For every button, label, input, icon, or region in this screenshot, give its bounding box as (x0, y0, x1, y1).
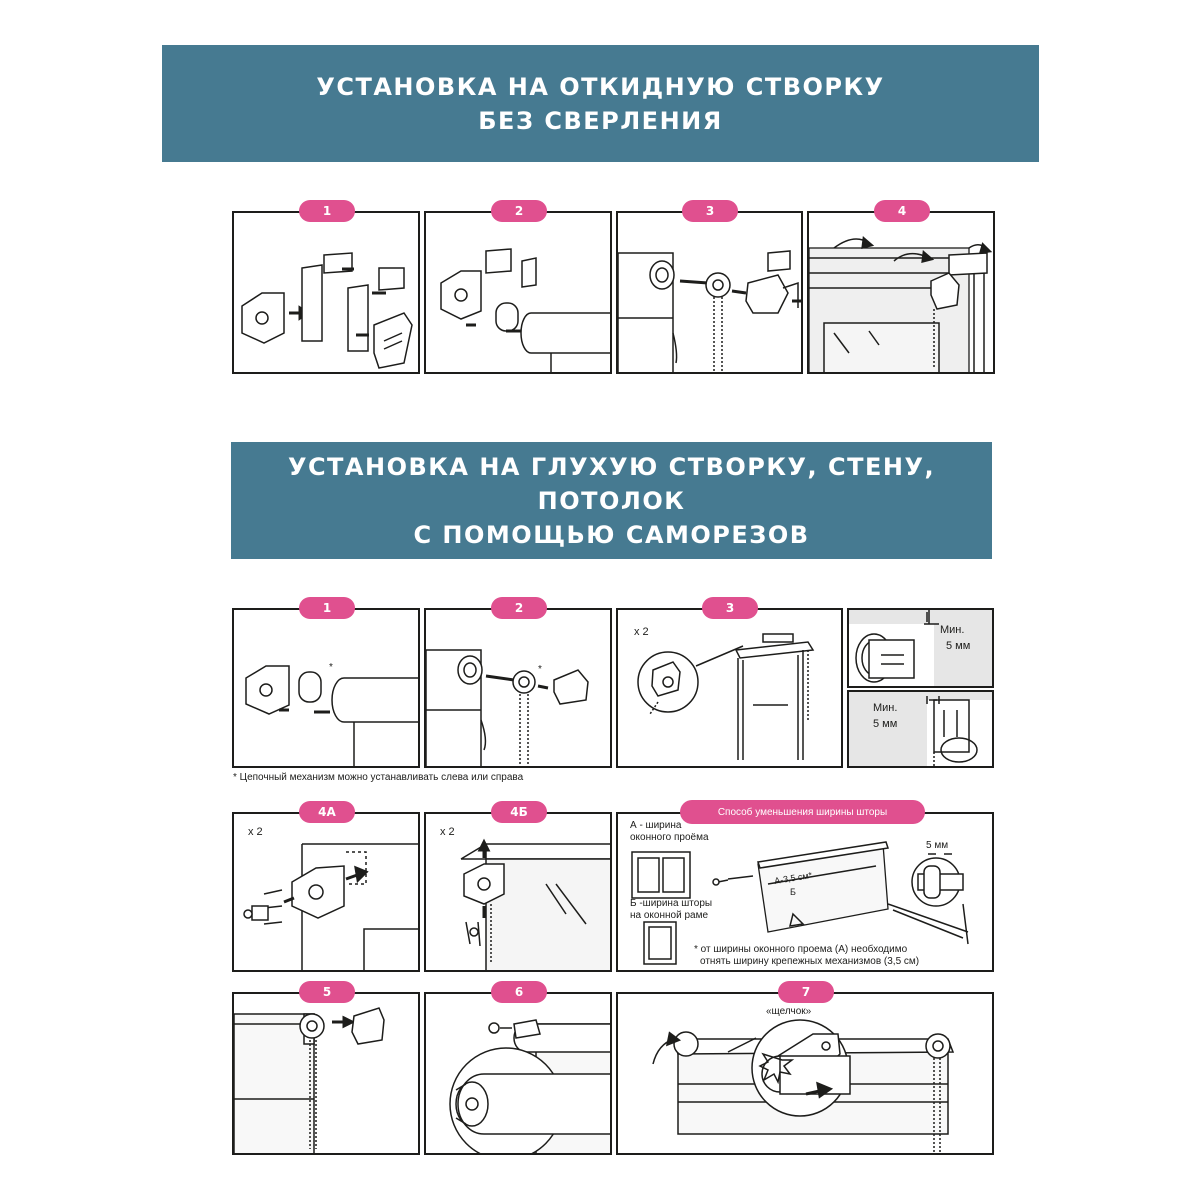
s2-min-top-illustration (849, 610, 992, 686)
s2-step2-asterisk: * (538, 664, 542, 675)
s2-step4b-badge: 4Б (491, 801, 547, 823)
s2-step1-illustration (245, 665, 418, 766)
wr-a-line2: оконного проёма (630, 832, 709, 843)
s2-step5-panel (232, 992, 420, 1155)
section1-title-line2: БЕЗ СВЕРЛЕНИЯ (478, 106, 723, 135)
s2-step4a-multiplier: x 2 (248, 826, 263, 838)
s2-min-top-panel: Мин. 5 мм (847, 608, 994, 688)
wr-b-mark: Б (790, 887, 796, 897)
s2-min-bottom-illustration (849, 692, 992, 766)
wr-note-line2: отнять ширину крепежных механизмов (3,5 … (700, 956, 920, 967)
s1-step4-badge: 4 (874, 200, 930, 222)
s2-step3-multiplier: x 2 (634, 626, 649, 638)
section2-title-line1: УСТАНОВКА НА ГЛУХУЮ СТВОРКУ, СТЕНУ, ПОТО… (287, 452, 936, 515)
s2-step6-badge: 6 (491, 981, 547, 1003)
s1-step2-illustration (440, 248, 610, 372)
s2-step4a-panel: x 2 (232, 812, 420, 972)
wr-b-line2: на оконной раме (630, 910, 709, 921)
s1-step4-panel (807, 211, 995, 374)
s2-min-top-label: Мин. (940, 624, 965, 636)
s2-step5-illustration (234, 1007, 385, 1153)
s1-step3-badge: 3 (682, 200, 738, 222)
s1-step1-illustration (241, 252, 413, 369)
section1-title-line1: УСТАНОВКА НА ОТКИДНУЮ СТВОРКУ (316, 72, 885, 101)
s2-min-bottom-label: Мин. (873, 702, 898, 714)
wr-gap: 5 мм (926, 840, 949, 851)
wr-a-line1: А - ширина (630, 820, 682, 831)
s2-step4a-badge: 4А (299, 801, 355, 823)
s2-step6-panel (424, 992, 612, 1155)
section2-title-line2: С ПОМОЩЬЮ САМОРЕЗОВ (413, 520, 810, 549)
s2-step1-badge: 1 (299, 597, 355, 619)
s2-step3-illustration (637, 633, 815, 760)
s2-step7-badge: 7 (778, 981, 834, 1003)
width-reduction-panel: А - ширина оконного проёма Б -ширина што… (616, 812, 994, 972)
s2-step4b-illustration (460, 838, 610, 970)
s1-step3-panel (616, 211, 803, 374)
width-reduction-illustration (631, 841, 969, 965)
wr-b-line1: Б -ширина шторы (630, 898, 713, 909)
s1-step2-panel (424, 211, 612, 374)
s2-step3-badge: 3 (702, 597, 758, 619)
s2-step6-illustration (449, 1019, 610, 1153)
s2-step7-illustration (652, 1019, 955, 1152)
section2-banner: УСТАНОВКА НА ГЛУХУЮ СТВОРКУ, СТЕНУ, ПОТО… (231, 442, 992, 559)
s2-step7-panel: «щелчок» (616, 992, 994, 1155)
s1-step3-illustration (618, 250, 801, 372)
s2-step1-panel: * (232, 608, 420, 768)
s2-step4b-multiplier: x 2 (440, 826, 455, 838)
width-reduction-pill: Способ уменьшения ширины шторы (680, 800, 925, 824)
s1-step1-badge: 1 (299, 200, 355, 222)
s1-step1-panel (232, 211, 420, 374)
section1-banner: УСТАНОВКА НА ОТКИДНУЮ СТВОРКУ БЕЗ СВЕРЛЕ… (162, 45, 1039, 162)
s2-step1-asterisk: * (329, 662, 333, 673)
wr-note-line1: * от ширины оконного проема (А) необходи… (694, 944, 908, 955)
s2-step5-badge: 5 (299, 981, 355, 1003)
s1-step2-badge: 2 (491, 200, 547, 222)
s2-step2-badge: 2 (491, 597, 547, 619)
s2-chain-note: * Цепочный механизм можно устанавливать … (233, 772, 524, 783)
s2-step3-panel: x 2 (616, 608, 843, 768)
s2-min-top-value: 5 мм (946, 640, 971, 652)
s2-step2-panel: * (424, 608, 612, 768)
s2-step4a-illustration (243, 843, 418, 970)
s2-step7-click-label: «щелчок» (766, 1006, 812, 1017)
s1-step4-illustration (809, 236, 993, 372)
s2-step4b-panel: x 2 (424, 812, 612, 972)
s2-step2-illustration (426, 649, 589, 766)
s2-min-bottom-panel: Мин. 5 мм (847, 690, 994, 768)
s2-min-bottom-value: 5 мм (873, 718, 898, 730)
